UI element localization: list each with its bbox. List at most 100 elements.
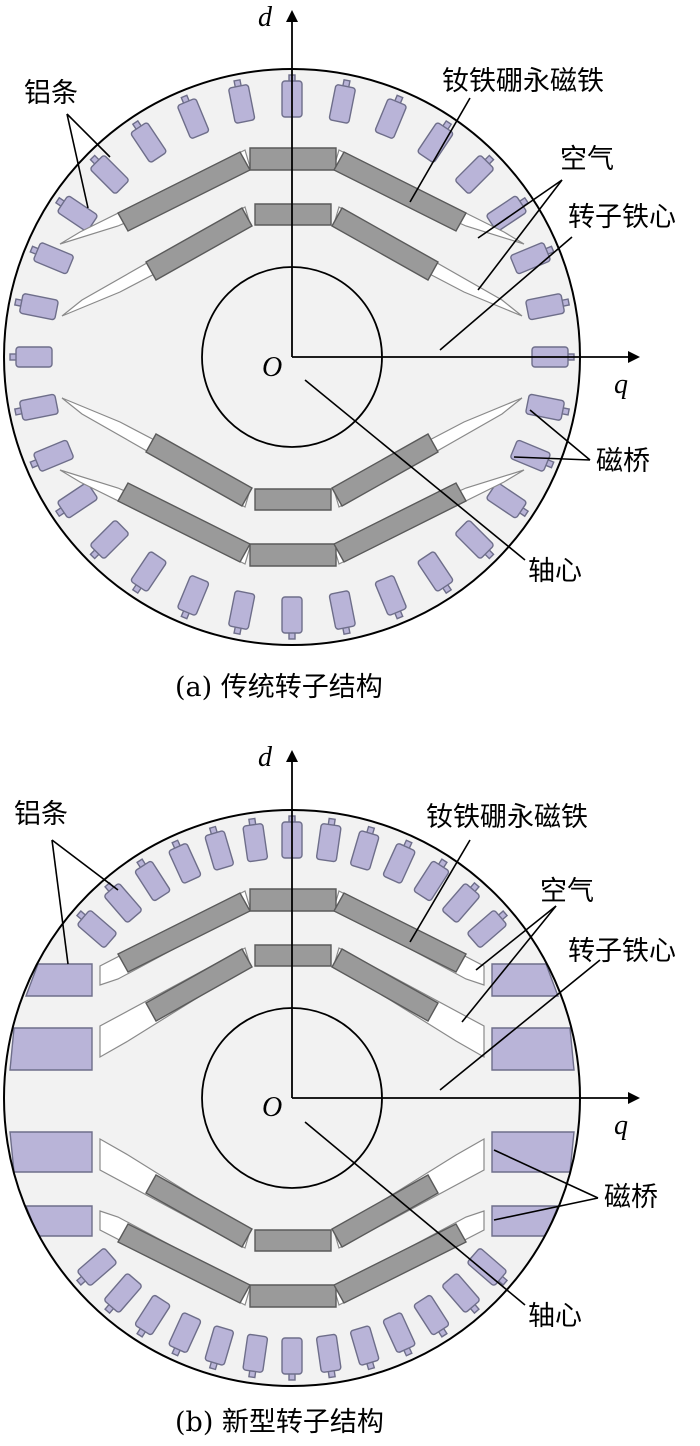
label-magnetic-bridge-a: 磁桥 [596, 446, 650, 477]
aluminum-bar-b [75, 910, 117, 948]
label-rotor-core-b: 转子铁心 [568, 936, 676, 967]
magnet-lower-right-inner-b [331, 1174, 439, 1248]
aluminum-bar-b [442, 881, 480, 923]
label-rotor-core-a: 转子铁心 [568, 202, 676, 233]
aluminum-bar-b [204, 825, 234, 871]
aluminum-bar-b [350, 825, 380, 871]
magnet-bottom-inner-b [254, 1229, 332, 1252]
figure-a: d q O 铝条 钕铁硼永磁铁 空气 转子铁心 磁桥 轴心 (a) 传统转子结构 [3, 2, 676, 703]
aluminum-bar-a [228, 78, 256, 124]
aluminum-bar-b [382, 839, 416, 884]
magnet-top-outer-b [249, 888, 337, 912]
magnet-top-inner-b [254, 944, 332, 967]
magnet-lower-right-outer-b [333, 1223, 467, 1304]
q-axis-label-a: q [614, 369, 628, 400]
aluminum-bar-a [89, 154, 129, 194]
aluminum-bar-b [204, 1325, 234, 1371]
aluminum-bar-a [328, 78, 356, 124]
aluminum-bar-a [486, 482, 530, 519]
aluminum-bar-a [89, 520, 129, 560]
d-axis-label-b: d [258, 742, 273, 773]
label-magnet-b: 钕铁硼永磁铁 [426, 802, 588, 833]
aluminum-bar-b [75, 1248, 117, 1286]
magnet-lower-left-inner-a [145, 433, 253, 507]
aluminum-bar-a [13, 293, 59, 321]
label-shaft-a: 轴心 [528, 556, 582, 587]
aluminum-bar-a [177, 575, 210, 620]
aluminum-bar-a [374, 575, 407, 620]
aluminum-bar-b [168, 1312, 202, 1357]
aluminum-bar-a [29, 439, 74, 472]
magnet-lower-left-outer-a [117, 482, 251, 563]
magnet-right-outer-b [333, 892, 467, 973]
aluminum-bar-a [9, 346, 53, 368]
side-bar-right-3-b [491, 1131, 575, 1173]
aluminum-bar-a [328, 590, 356, 636]
aluminum-bar-a [486, 195, 530, 232]
magnet-right-inner-b [331, 948, 439, 1022]
label-magnetic-bridge-b: 磁桥 [604, 1182, 658, 1213]
aluminum-bar-a [130, 119, 167, 163]
magnet-top-outer-a [249, 147, 337, 171]
aluminum-bar-a [177, 94, 210, 139]
aluminum-bar-b [315, 1333, 342, 1379]
aluminum-bar-a [228, 590, 256, 636]
magnet-bottom-outer-a [249, 543, 337, 567]
large-side-bars-b [9, 963, 575, 1237]
aluminum-bar-a [525, 293, 571, 321]
magnet-lower-left-inner-b [145, 1174, 253, 1248]
caption-b: (b) 新型转子结构 [175, 1407, 384, 1438]
magnet-bottom-inner-a [254, 488, 332, 511]
magnet-left-outer-a [117, 151, 251, 232]
aluminum-bar-b [413, 1294, 450, 1338]
aluminum-bar-a [374, 94, 407, 139]
upper-barriers-b [99, 888, 485, 1059]
magnet-right-inner-a [331, 207, 439, 281]
label-aluminum-bar-b: 铝条 [14, 799, 68, 830]
aluminum-bar-b [168, 839, 202, 884]
aluminum-bar-a [54, 482, 98, 519]
magnet-lower-right-outer-a [333, 482, 467, 563]
leader-lines-a [66, 97, 591, 561]
aluminum-bar-a [455, 520, 495, 560]
rotor-a-body [4, 69, 580, 645]
magnet-top-inner-a [254, 203, 332, 226]
side-bar-left-1-b [24, 963, 93, 997]
aluminum-bar-a [510, 242, 555, 275]
magnet-lower-left-outer-b [117, 1223, 251, 1304]
caption-a: (a) 传统转子结构 [175, 672, 383, 703]
aluminum-bars-b [75, 815, 509, 1381]
aluminum-bar-b [315, 817, 342, 863]
aluminum-bar-b [242, 817, 269, 863]
side-bar-left-3-b [9, 1131, 93, 1173]
magnet-left-inner-a [145, 207, 253, 281]
leader-lines-b [51, 839, 601, 1306]
aluminum-bar-b [242, 1333, 269, 1379]
magnet-bottom-outer-b [249, 1284, 337, 1308]
aluminum-bar-a [54, 195, 98, 232]
q-axis-label-b: q [614, 1110, 628, 1141]
aluminum-bar-b [442, 1273, 480, 1315]
aluminum-bar-b [104, 881, 142, 923]
aluminum-bar-b [134, 858, 171, 902]
side-bar-right-1-b [491, 963, 560, 997]
magnet-lower-right-inner-a [331, 433, 439, 507]
magnet-left-inner-b [145, 948, 253, 1022]
aluminum-bar-a [130, 551, 167, 595]
origin-label-b: O [262, 1092, 282, 1123]
aluminum-bar-b [134, 1294, 171, 1338]
side-bar-left-2-b [9, 1027, 93, 1071]
aluminum-bar-a [13, 393, 59, 421]
upper-barriers-a [59, 147, 525, 317]
lower-barriers-b [99, 1137, 485, 1308]
side-bar-right-2-b [491, 1027, 575, 1071]
magnet-right-outer-a [333, 151, 467, 232]
aluminum-bar-b [104, 1273, 142, 1315]
aluminum-bar-a [510, 439, 555, 472]
aluminum-bar-a [281, 596, 303, 640]
aluminum-bar-a [29, 242, 74, 275]
label-magnet-a: 钕铁硼永磁铁 [442, 66, 604, 97]
aluminum-bar-b [467, 1248, 509, 1286]
aluminum-bar-b [350, 1325, 380, 1371]
